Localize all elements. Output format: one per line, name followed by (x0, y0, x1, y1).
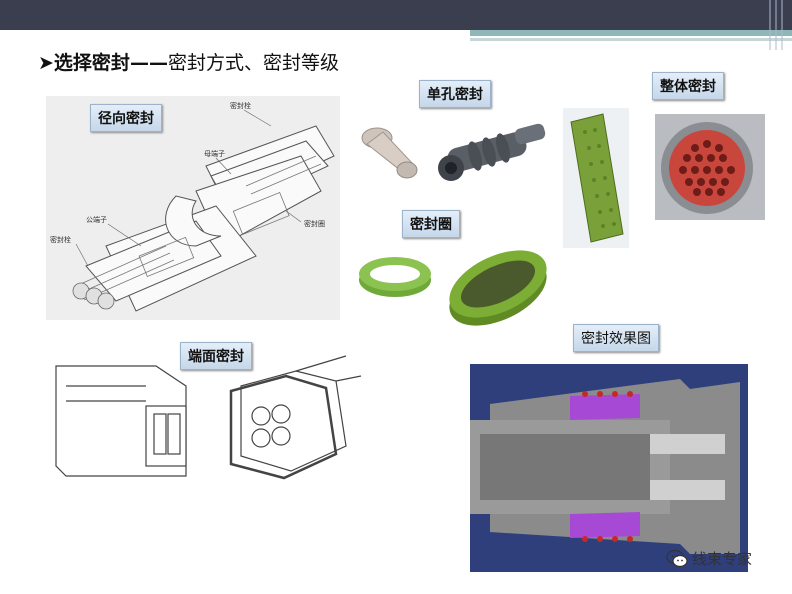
whole-seal-image (655, 114, 765, 220)
seal-ring-images (359, 250, 547, 326)
title-rest: 密封方式、密封等级 (167, 52, 339, 74)
label-whole-seal: 整体密封 (652, 72, 724, 100)
callout-seal-plug-left: 密封栓 (50, 235, 71, 244)
header-stripe-thin (470, 38, 792, 41)
seal-purple-top (570, 394, 640, 420)
header-stripe (470, 30, 792, 36)
large-green-ring (449, 250, 547, 326)
single-hole-seal-images (361, 123, 546, 181)
label-single-hole-seal: 单孔密封 (419, 80, 491, 108)
title-dash: —— (129, 52, 168, 74)
dark-gray-seal (438, 123, 546, 181)
label-seal-effect: 密封效果图 (573, 324, 659, 352)
callout-seal-plug-top: 密封栓 (230, 101, 251, 110)
callout-male-terminal: 公端子 (86, 215, 107, 224)
seal-effect-diagram (470, 364, 748, 572)
green-seal-mat-image (563, 108, 629, 248)
radial-seal-drawing: 密封栓 母端子 公端子 密封圈 密封栓 (50, 101, 335, 312)
wechat-icon (666, 549, 688, 567)
radial-seal-diagram: 密封栓 母端子 公端子 密封圈 密封栓 (46, 96, 340, 320)
seal-purple-bottom (570, 512, 640, 538)
face-seal-drawing (55, 355, 362, 480)
watermark-text: 线束专家 (692, 550, 753, 568)
seal-effect-drawing (470, 364, 748, 572)
label-radial-seal: 径向密封 (90, 104, 162, 132)
title-bullet: ➤ (38, 52, 54, 74)
header-decoration (769, 0, 783, 50)
watermark: 线束专家 (666, 548, 776, 574)
callout-seal-ring: 密封圈 (304, 219, 325, 228)
header-bar (0, 0, 792, 30)
beige-seal (361, 127, 418, 179)
label-face-seal: 端面密封 (180, 342, 252, 370)
label-seal-ring: 密封圈 (402, 210, 460, 238)
small-green-ring (359, 257, 431, 297)
slide-title: ➤选择密封——密封方式、密封等级 (38, 48, 339, 75)
callout-female-terminal: 母端子 (204, 149, 225, 158)
title-bold: 选择密封 (53, 52, 130, 74)
